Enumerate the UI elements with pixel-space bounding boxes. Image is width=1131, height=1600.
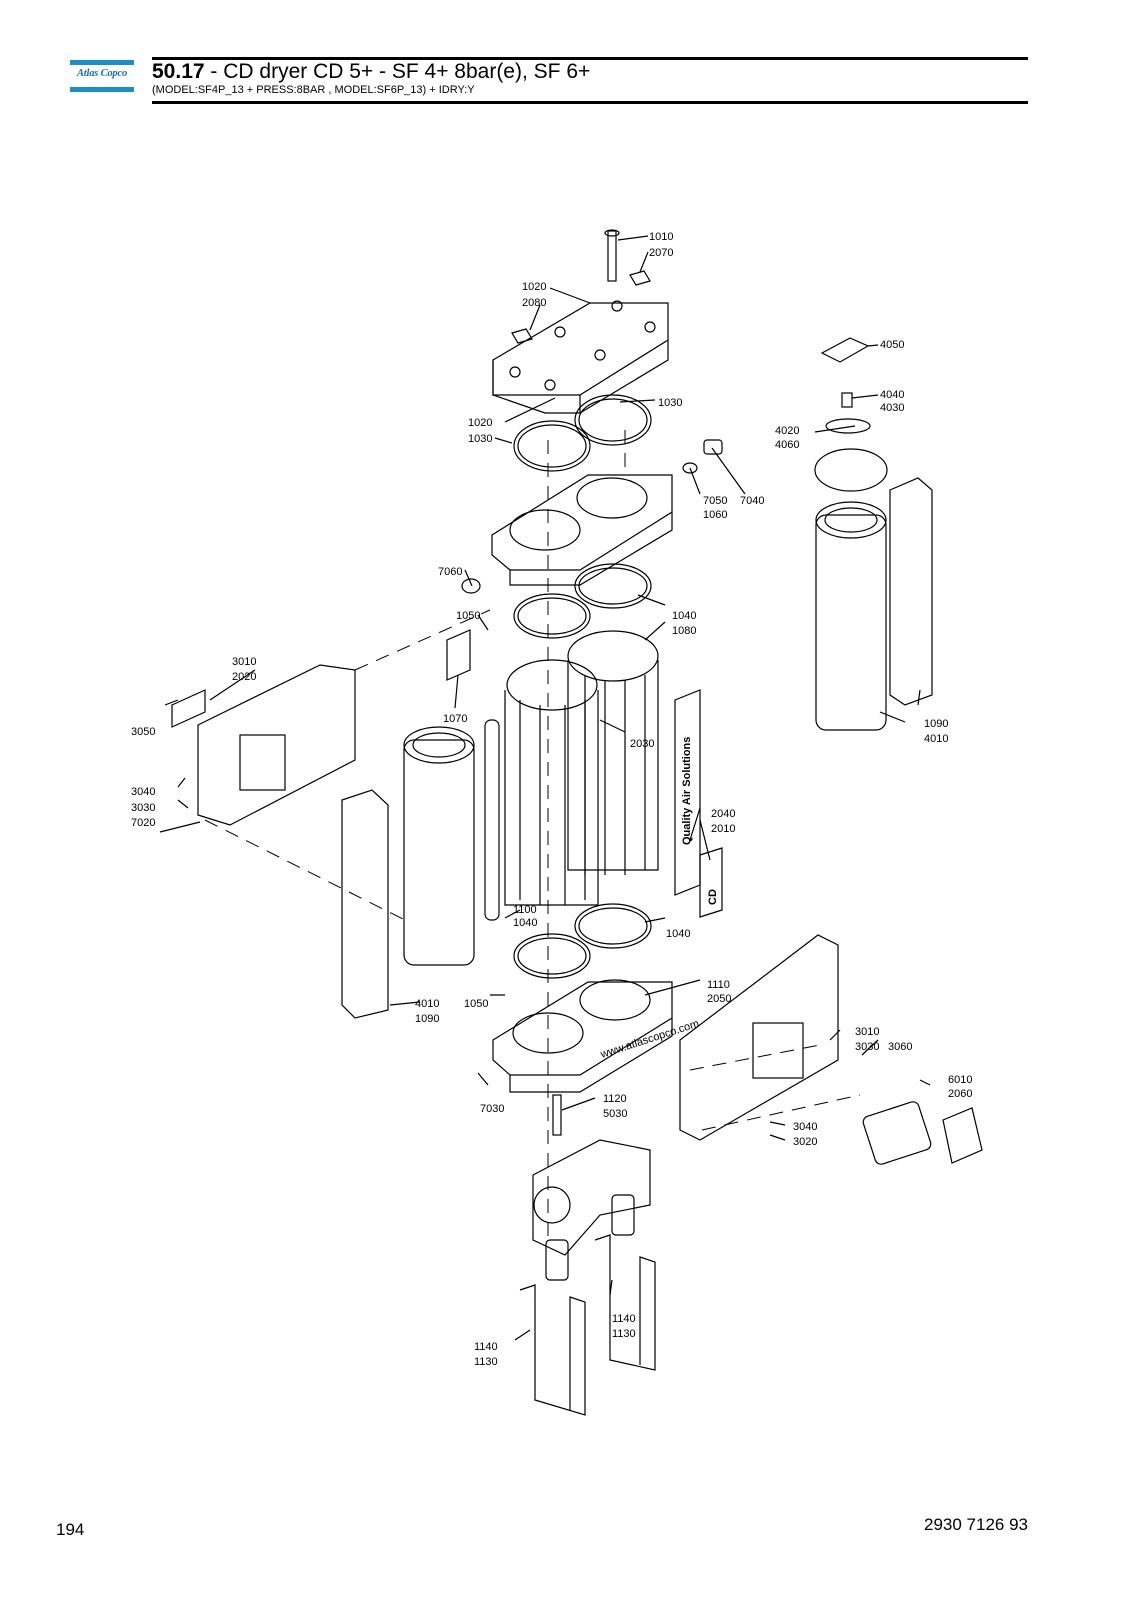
logo-bar-top [70,60,134,65]
section-title: 50.17 - CD dryer CD 5+ - SF 4+ 8bar(e), … [152,60,590,84]
callout-label: 3010 [855,1026,879,1038]
callout-label: 7020 [131,817,155,829]
callout-label: 1020 [522,281,546,293]
callout-label: 2060 [948,1088,972,1100]
page-number: 194 [56,1520,85,1539]
callout-label: 1040 [672,610,696,622]
callout-label: 3030 [855,1041,879,1053]
callout-label: 7050 [703,495,727,507]
callout-label: 1140 [612,1313,636,1325]
logo-wordmark: Atlas Copco [76,68,127,79]
callout-label: 4020 [775,425,799,437]
callout-label: 4030 [880,402,904,414]
callout-label: 2030 [630,738,654,750]
callout-label: 1050 [464,998,488,1010]
callout-label: 3040 [131,786,155,798]
callout-label: 2040 [711,808,735,820]
section-number: 50.17 [152,60,205,83]
callout-label: 1100 [513,904,537,916]
callout-label: 3060 [888,1041,912,1053]
callout-label: 2050 [707,993,731,1005]
callout-label: 1010 [649,231,673,243]
callout-label: 1080 [672,625,696,637]
section-title-text: - CD dryer CD 5+ - SF 4+ 8bar(e), SF 6+ [204,60,591,83]
callout-label: 1090 [924,718,948,730]
callout-label: 3020 [793,1136,817,1148]
callout-label: 2080 [522,297,546,309]
callout-label: 2070 [649,247,673,259]
diagram-drawing [159,229,983,1416]
header-rule-top [152,57,1028,60]
product-logo-text: CD [707,889,719,905]
callout-label: 1030 [468,433,492,445]
callout-label: 1130 [474,1356,498,1368]
callout-label: 4050 [880,339,904,351]
callout-label: 3030 [131,802,155,814]
callout-label: 3010 [232,656,256,668]
atlas-copco-logo: Atlas Copco [70,60,134,96]
callout-label: 1030 [658,397,682,409]
callout-label: 3050 [131,726,155,738]
callout-label: 1050 [456,610,480,622]
brand-strip-text: Quality Air Solutions [681,737,693,845]
callout-label: 4060 [775,439,799,451]
section-subtitle: (MODEL:SF4P_13 + PRESS:8BAR , MODEL:SF6P… [152,84,475,96]
callout-label: 1130 [612,1328,636,1340]
header-rule-bottom [152,101,1028,104]
callout-label: 7060 [438,566,462,578]
callout-label: 4010 [924,733,948,745]
callout-label: 1040 [666,928,690,940]
callout-label: 1070 [443,713,467,725]
website-text: www.atlascopco.com [598,1018,700,1061]
logo-bar-bottom [70,87,134,92]
callout-label: 4040 [880,389,904,401]
callout-label: 7040 [740,495,764,507]
callout-label: 2020 [232,671,256,683]
callout-label: 1120 [603,1093,627,1105]
callout-label: 6010 [948,1074,972,1086]
part-callouts: 1010 2070 1020 2080 4050 4040 4030 1030 … [131,231,972,1368]
callout-label: 5030 [603,1108,627,1120]
callout-label: 1060 [703,509,727,521]
callout-label: 4010 [415,998,439,1010]
callout-label: 1040 [513,917,537,929]
callout-label: 7030 [480,1103,504,1115]
callout-label: 2010 [711,823,735,835]
callout-label: 3040 [793,1121,817,1133]
callout-label: 1020 [468,417,492,429]
document-number: 2930 7126 93 [924,1515,1028,1534]
callout-label: 1090 [415,1013,439,1025]
callout-label: 1140 [474,1341,498,1353]
callout-label: 1110 [707,979,730,991]
